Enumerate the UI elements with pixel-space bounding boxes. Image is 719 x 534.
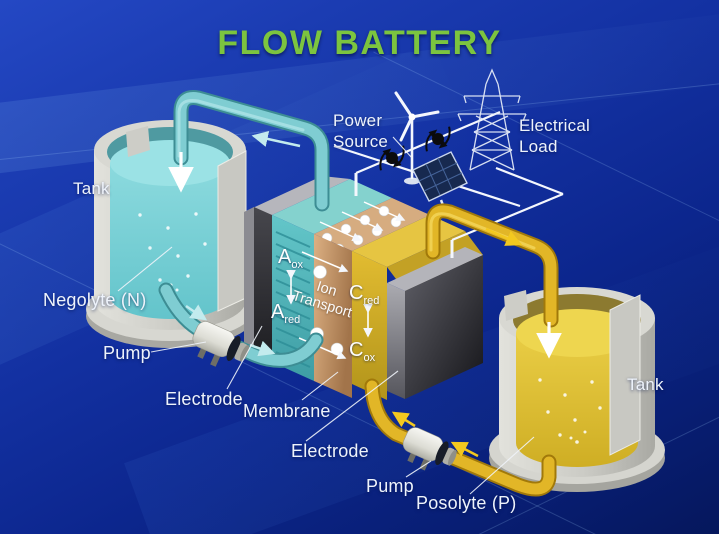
battery-cell-stack [244,176,483,400]
pipe-negolyte-return [173,90,330,212]
flow-arrow-icon [485,227,523,246]
label-negolyte: Negolyte (N) [43,290,147,310]
wire [495,166,564,196]
electrode-right-edge [387,283,405,399]
label-membrane: Membrane [243,401,331,421]
flow-arrow-icon [251,130,301,148]
label-pump-right: Pump [366,476,414,496]
label-tank-right: Tank [627,375,664,394]
wire [451,192,564,242]
ion-flow-arrows-top [319,201,406,242]
electrode-left-edge [244,207,254,357]
electrode-left-face [254,207,272,362]
label-a-ox: Aox [278,246,303,271]
current-flow-icon [379,145,405,171]
transmission-tower-icon [457,68,527,171]
redox-arrows [286,270,373,338]
label-c-ox: Cox [349,339,376,364]
membrane-top [314,198,430,251]
label-electrical-load: Electrical Load [519,116,590,157]
pump-left-icon [192,321,250,367]
pump-right-icon [402,427,457,471]
flow-arrow-icon [391,411,416,428]
label-electrode-right: Electrode [291,441,369,461]
wind-turbine-icon [394,91,440,185]
current-flow-icon [425,126,451,152]
label-c-red: Cred [349,282,380,307]
label-pump-left: Pump [103,343,151,363]
flow-arrow-icon [249,340,276,357]
pipe-posolyte-return [425,203,559,328]
flow-arrow-icon [450,441,479,458]
electrode-right-top [387,247,483,291]
electrode-right-face [405,255,483,399]
label-tank-left: Tank [73,179,110,198]
label-a-red: Ared [271,301,301,326]
label-electrode-left: Electrode [165,389,243,409]
label-power-source: Power Source [333,111,389,152]
pipe-posolyte-feed [364,378,557,497]
liquid-bubbles [538,378,602,444]
negolyte-half-cell-top [272,179,392,234]
tank-negolyte [86,120,254,348]
flow-arrow-icon [185,304,208,321]
pipe-negolyte-feed [158,282,324,368]
posolyte-half-cell-face [352,251,387,400]
label-posolyte: Posolyte (P) [416,493,517,513]
label-pointer-lines [117,136,535,495]
page-title: FLOW BATTERY [217,24,502,62]
